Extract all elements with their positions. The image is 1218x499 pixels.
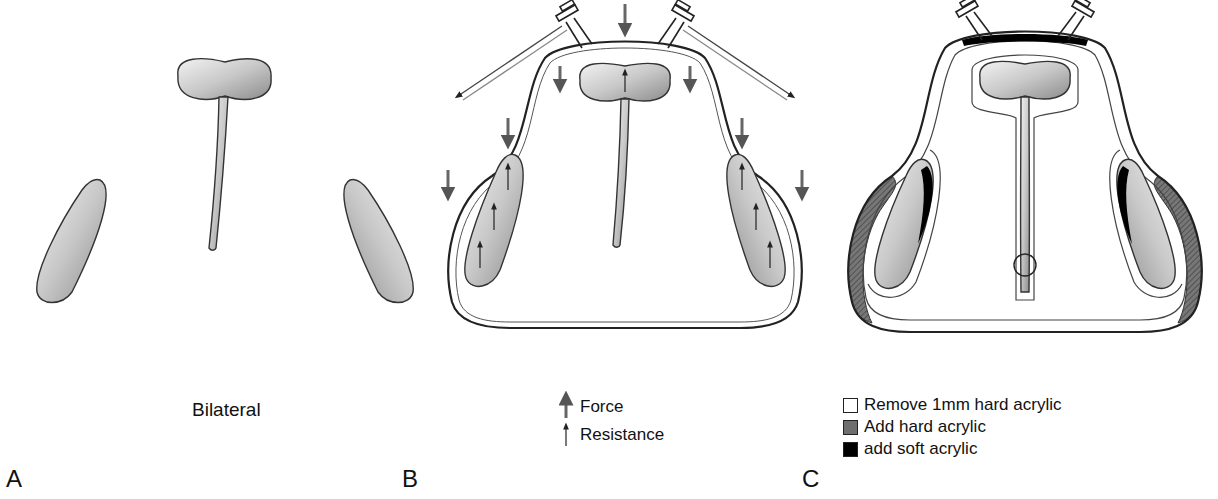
resistance-arrow [769,244,770,268]
lateral-segment [1117,159,1175,288]
relief-outline [972,55,1078,300]
soft-acrylic-addition [1117,166,1132,244]
legend-text: add soft acrylic [864,440,977,459]
legend-sample [565,426,566,446]
legend-swatch [843,398,858,413]
lateral-segment [875,159,933,288]
vomer [209,97,228,250]
modified-plate [875,61,1175,292]
lateral-segment [37,179,106,302]
force-arrow [448,4,802,194]
relief-circle [1014,254,1036,276]
force-arrow [689,66,692,86]
nasal-stent [1075,0,1090,7]
stent-force-arrow [458,26,562,96]
force-arrow [801,170,804,194]
lateral-segment [465,154,523,286]
plate-outline [448,42,801,329]
nasal-stent [556,0,694,48]
premaxilla [980,61,1070,99]
resistance-arrow [741,166,742,190]
premaxilla [580,63,670,101]
panel-letter: B [402,466,418,492]
stent-force-arrow [463,30,567,100]
force-arrow [559,66,562,86]
molding-plate [448,0,802,446]
stent-force-arrow [688,26,792,96]
resistance-arrow [480,72,770,268]
resistance-arrow [755,206,756,230]
force-arrow [741,118,744,142]
resistance-arrow [624,72,625,92]
lateral-relief [868,150,940,297]
modified-plate [848,0,1201,332]
stent-force-arrow [683,30,787,100]
vomer [613,99,629,247]
plate-inner-line [863,41,1186,320]
resistance-arrow [479,244,480,268]
lateral-segment [727,154,785,286]
force-arrow [507,118,510,142]
legend-text: Remove 1mm hard acrylic [864,396,1061,415]
legend-text: Resistance [580,426,664,445]
nasal-stent [574,18,592,44]
force-arrow [447,170,450,194]
legend-sample [565,398,568,418]
lateral-segment [344,179,413,302]
legend-sample [566,398,567,446]
stent-force-arrow [458,26,792,100]
vomer [1021,97,1030,292]
nasal-stent [974,12,992,36]
cleft-segments [37,59,413,303]
lateral-relief [1110,150,1182,297]
soft-acrylic-addition [962,34,1088,46]
premaxilla [178,59,271,100]
resistance-arrow [507,166,508,190]
nasal-stent [1058,12,1076,36]
resistance-arrow [493,206,494,230]
plate-inner-line [456,48,794,322]
legend-swatch [843,442,858,457]
nasal-stent [658,18,676,44]
plate-outline [848,32,1201,333]
nasal-stent [560,0,575,11]
nasal-stent [960,0,975,7]
nasal-stent [956,0,1094,40]
legend-text: Add hard acrylic [864,418,986,437]
panel-letter: C [802,466,819,492]
legend-swatch [843,420,858,435]
nasal-stent [675,0,690,11]
panel-letter: A [6,466,22,492]
caption-label: Bilateral [192,400,261,421]
soft-acrylic-addition [918,166,933,244]
legend-text: Force [580,398,623,417]
molding-plate [465,63,785,286]
force-arrow [624,4,627,30]
